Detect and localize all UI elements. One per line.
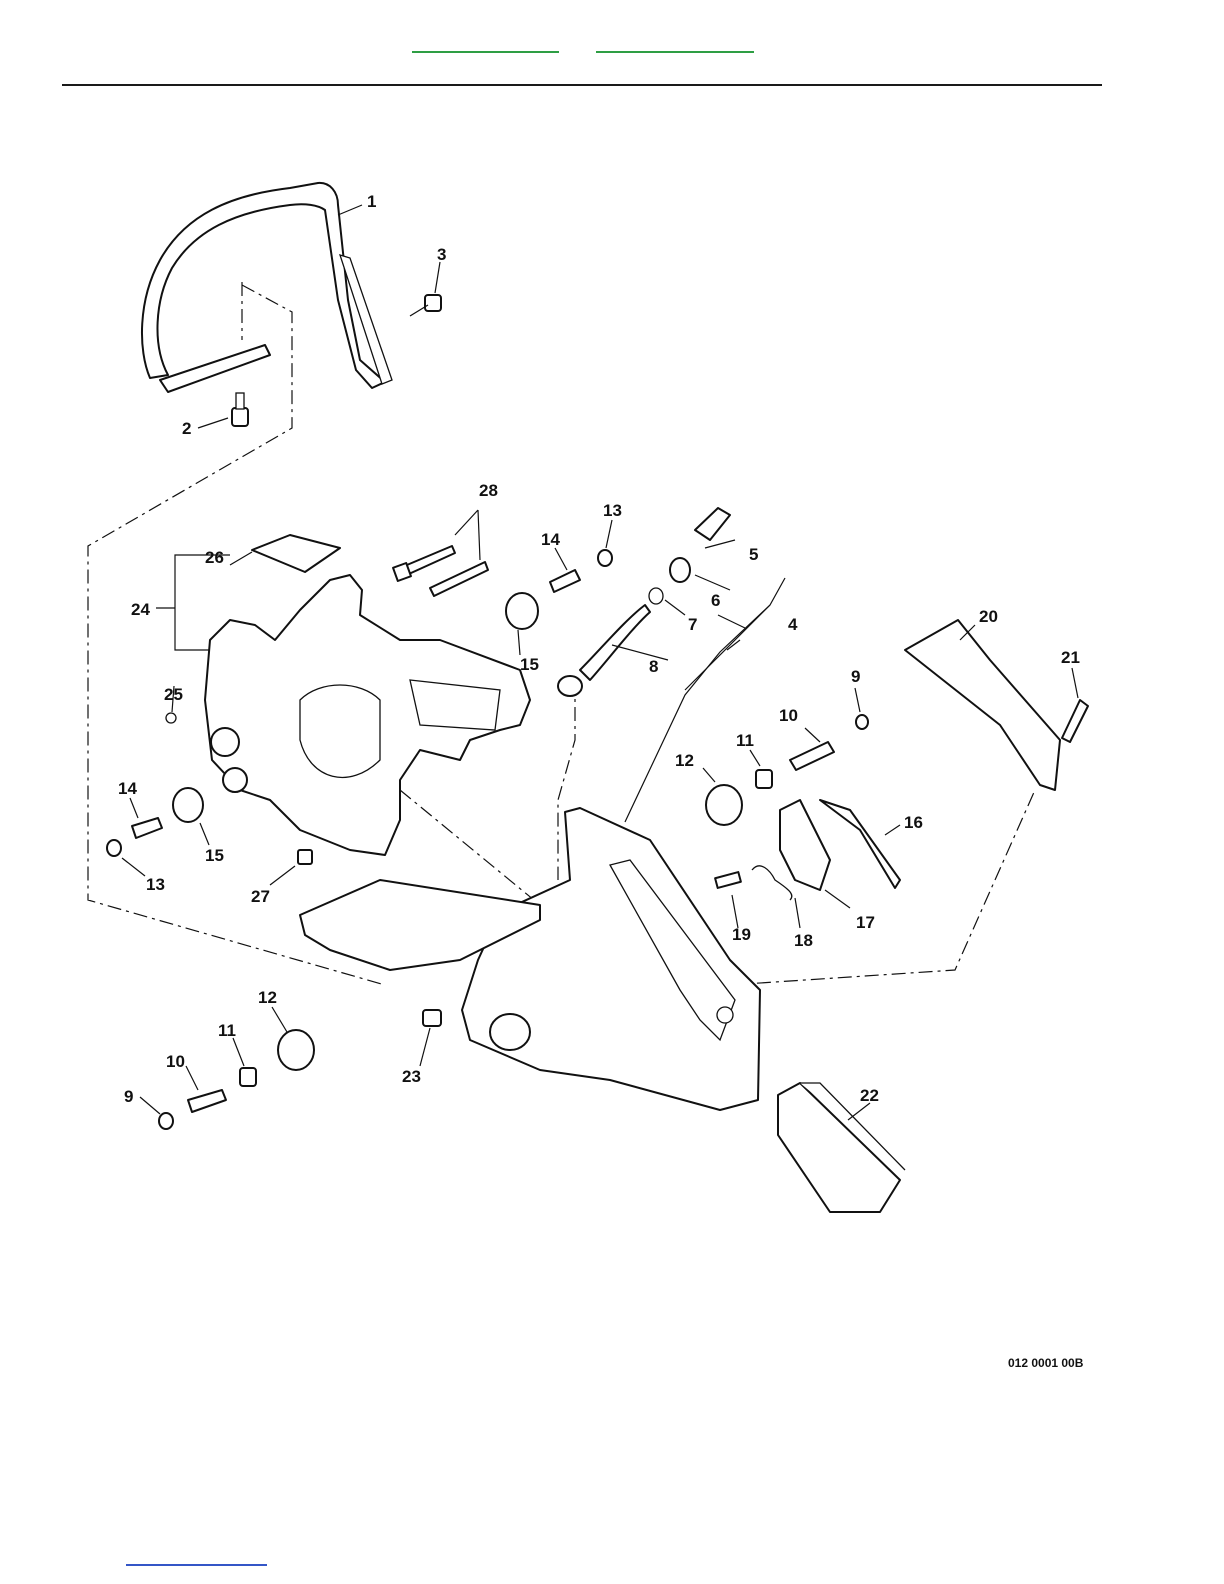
callout-9-lower: 9 xyxy=(124,1087,133,1106)
part-handle-cover xyxy=(905,620,1060,790)
callout-22: 22 xyxy=(860,1086,879,1105)
callout-28: 28 xyxy=(479,481,498,500)
part-trigger-group xyxy=(715,800,900,900)
callout-8: 8 xyxy=(649,657,658,676)
callout-24: 24 xyxy=(131,600,150,619)
part-gasket xyxy=(252,535,340,572)
callout-26: 26 xyxy=(205,548,224,567)
callout-11-lower: 11 xyxy=(218,1021,236,1040)
callout-20: 20 xyxy=(979,607,998,626)
callout-18: 18 xyxy=(794,931,813,950)
part-screw-21 xyxy=(1062,700,1088,742)
callout-5: 5 xyxy=(749,545,758,564)
callout-11: 11 xyxy=(736,731,754,750)
callout-13: 13 xyxy=(603,501,622,520)
part-bolt-3 xyxy=(410,295,441,316)
callout-12: 12 xyxy=(675,751,694,770)
callout-16: 16 xyxy=(904,813,923,832)
callout-17: 17 xyxy=(856,913,875,932)
callout-15: 15 xyxy=(520,655,539,674)
callout-7: 7 xyxy=(688,615,697,634)
part-rear-handle xyxy=(462,808,760,1110)
callout-4: 4 xyxy=(788,615,798,634)
part-oil-line xyxy=(558,508,730,696)
callout-3: 3 xyxy=(437,245,446,264)
part-grip-sleeve xyxy=(778,1083,905,1212)
part-front-handle xyxy=(142,183,392,392)
callout-12-lower: 12 xyxy=(258,988,277,1007)
callout-9: 9 xyxy=(851,667,860,686)
callout-15-left: 15 xyxy=(205,846,224,865)
callout-2: 2 xyxy=(182,419,191,438)
callout-10-lower: 10 xyxy=(166,1052,185,1071)
callout-27: 27 xyxy=(251,887,270,906)
callout-1: 1 xyxy=(367,192,376,211)
callout-14: 14 xyxy=(541,530,560,549)
footer-link[interactable] xyxy=(126,1564,267,1566)
drawing-code: 012 0001 00B xyxy=(1008,1356,1083,1370)
callout-25: 25 xyxy=(164,685,183,704)
callout-14-left: 14 xyxy=(118,779,137,798)
callout-23: 23 xyxy=(402,1067,421,1086)
callout-10: 10 xyxy=(779,706,798,725)
callout-19: 19 xyxy=(732,925,751,944)
callout-6: 6 xyxy=(711,591,720,610)
part-bolt-2 xyxy=(232,393,248,426)
callout-21: 21 xyxy=(1061,648,1080,667)
part-chassis xyxy=(205,575,530,855)
callout-13-left: 13 xyxy=(146,875,165,894)
part-bolts-28 xyxy=(393,546,488,596)
